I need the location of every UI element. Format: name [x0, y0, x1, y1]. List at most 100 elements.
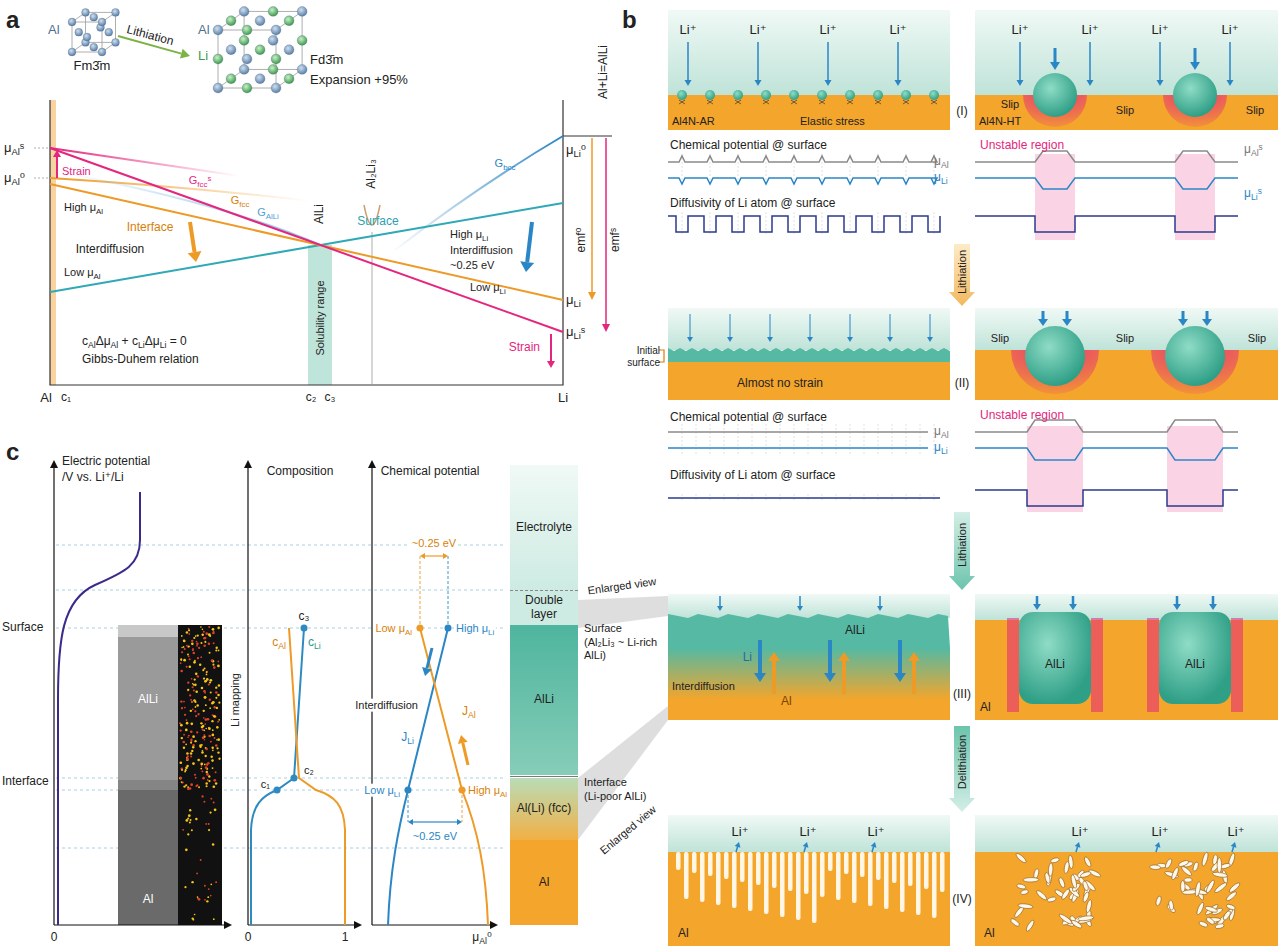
atom: [242, 83, 252, 93]
text-part: fcc: [239, 199, 249, 208]
text-part: Chemical potential @ surface: [670, 410, 827, 424]
sem-image: [118, 625, 178, 780]
annotation-label: (III): [953, 688, 971, 702]
li-map-dot: [191, 640, 193, 642]
li-map-dot: [215, 881, 217, 883]
annotation-label: ~0.25 eV: [413, 830, 457, 843]
li-map-dot: [204, 764, 206, 766]
li-map-dot: [194, 710, 196, 712]
crystal-edge: [72, 22, 73, 52]
slip-zone: [1007, 618, 1019, 712]
annotation-label: Interdiffusion: [353, 699, 420, 712]
annotation-label: c₁: [259, 778, 272, 791]
text-part: Li⁺: [1222, 22, 1239, 37]
stress-mark: [735, 100, 741, 104]
text-part: μ: [566, 142, 574, 157]
text-part: ˢ: [581, 324, 585, 339]
annotation-label: Low μAl: [64, 266, 101, 279]
atom: [112, 39, 120, 47]
annotation-label: c₃: [299, 610, 310, 624]
li-map-dot: [213, 706, 215, 708]
li-flux-arrow-head: [685, 80, 692, 86]
interface-line: [510, 776, 578, 777]
substrate: [668, 852, 950, 946]
li-map-dot: [195, 715, 197, 717]
interdiffusion-arrow-head: [188, 251, 202, 262]
li-map-dot: [201, 633, 204, 636]
li-map-dot: [208, 775, 210, 777]
annotation-label: Li: [198, 49, 208, 64]
li-flux-arrow-head: [825, 80, 832, 86]
energy-arrow-head: [408, 819, 413, 825]
li-map-dot: [183, 734, 185, 736]
emf-arrow-head: [588, 292, 596, 300]
guide: [448, 556, 449, 628]
li-map-dot: [195, 706, 197, 708]
text-part: AlLi: [845, 623, 865, 637]
crystal-edge: [72, 22, 102, 23]
text-part: Al: [278, 641, 286, 651]
annotation-label: ~0.25 eV: [410, 537, 458, 550]
text-part: Δμ: [145, 334, 160, 348]
diffusivity-trace: [668, 497, 940, 499]
mu-li-trace: [668, 447, 928, 449]
pore: [1201, 852, 1209, 867]
grain: [1033, 73, 1077, 117]
li-map-dot: [199, 744, 201, 746]
annotation-label: Li⁺: [1152, 23, 1169, 38]
li-map-dot: [191, 881, 193, 883]
text-part: Li⁺: [890, 22, 907, 37]
li-map-dot: [209, 707, 211, 709]
text-part: ⁰: [581, 142, 586, 157]
li-map-dot: [212, 628, 215, 631]
li-map-dot: [191, 829, 193, 831]
pore: [1058, 913, 1073, 926]
li-map-dot: [192, 683, 194, 685]
guide: [822, 154, 823, 186]
atom: [239, 65, 249, 75]
electrolyte: [668, 10, 950, 95]
text-part: Li⁺: [868, 824, 885, 839]
pore: [1063, 861, 1069, 874]
pore: [796, 852, 801, 920]
li-map-dot: [211, 659, 214, 662]
atom: [268, 7, 278, 17]
layer-band: Double layer: [510, 590, 578, 625]
layer-name: Double layer: [512, 594, 576, 622]
text-part: (I): [956, 104, 967, 118]
annotation-label: Low μAl: [373, 622, 414, 635]
text-part: Composition: [267, 464, 334, 478]
li-map-dot: [216, 707, 218, 709]
li-map-dot: [183, 785, 185, 787]
li-map-dot: [208, 633, 211, 636]
li-map-dot: [186, 631, 189, 634]
annotation-label: Initial surface: [618, 345, 660, 368]
interdiffusion-arrow-head: [520, 261, 534, 272]
li-map-dot: [188, 735, 190, 737]
li-map-dot: [185, 729, 188, 732]
pore: [852, 852, 857, 903]
stress-mark: [931, 100, 937, 104]
li-map-dot: [183, 640, 185, 642]
text-part: Al: [678, 926, 689, 940]
text-part: Al: [96, 206, 103, 215]
potential-curve: [58, 492, 140, 925]
li-flux-arrow-shaft: [687, 42, 689, 80]
g-bcc-curve: [395, 136, 563, 250]
li-map-dot: [215, 647, 217, 649]
li-map-dot: [192, 917, 194, 919]
li-map-dot: [205, 782, 207, 784]
li-map-dot: [194, 684, 197, 687]
pore: [700, 852, 705, 902]
li-flux-arrow-shaft: [757, 42, 759, 80]
surface-tangent: [50, 203, 563, 292]
axis-shaft: [247, 468, 248, 925]
process-arrow: [949, 244, 975, 306]
li-flux-arrow-head: [727, 337, 733, 342]
pore: [820, 852, 825, 897]
text-part: Interface: [2, 774, 49, 788]
unstable-band: [1167, 426, 1223, 512]
text-part: Al: [500, 789, 507, 798]
text-part: μ: [934, 424, 941, 438]
annotation-label: Lithiation: [956, 250, 969, 294]
